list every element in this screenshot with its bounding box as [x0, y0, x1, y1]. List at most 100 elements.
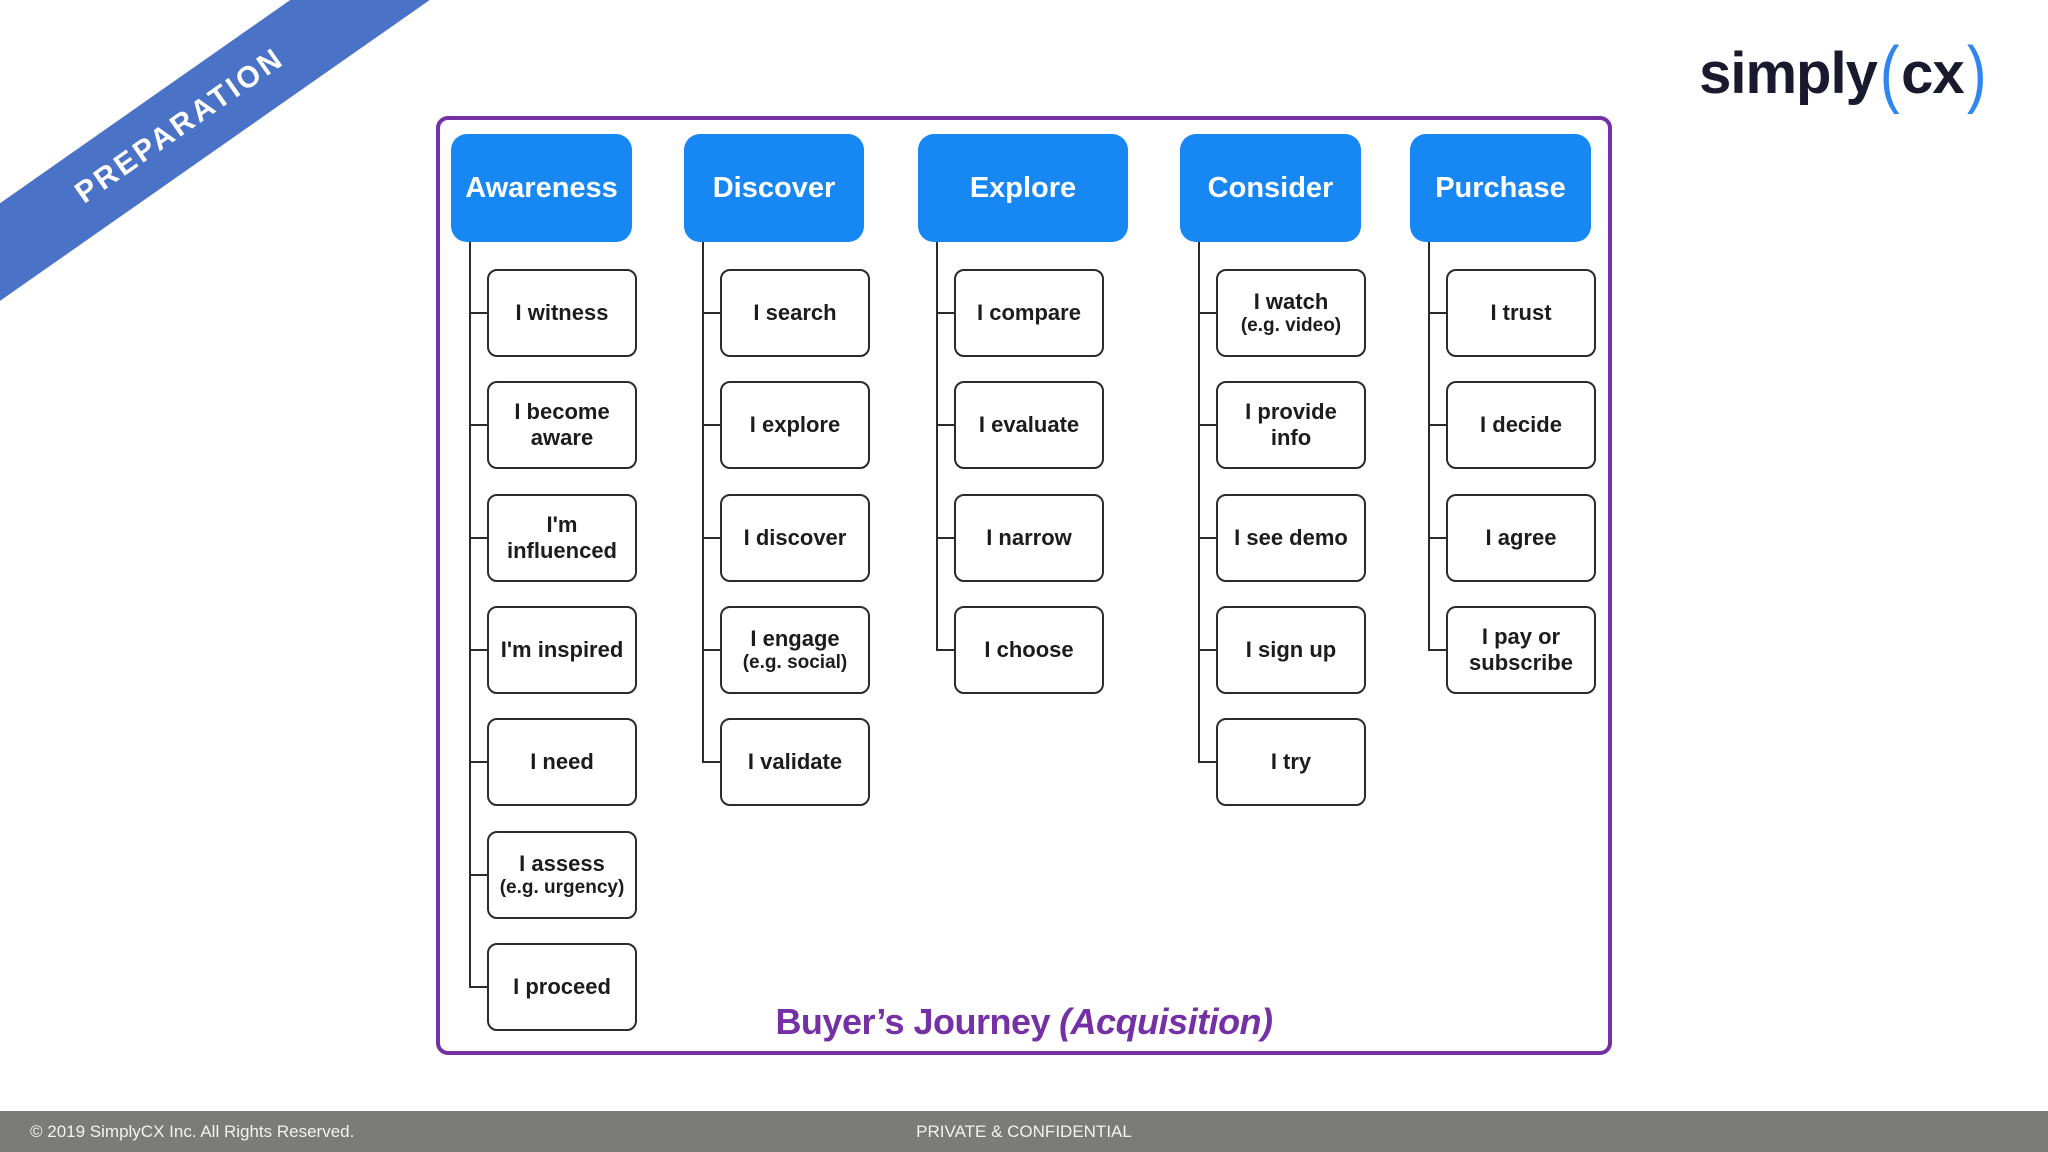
confidential-text: PRIVATE & CONFIDENTIAL: [916, 1121, 1132, 1141]
connector-stub: [936, 649, 954, 651]
step-line: info: [1270, 425, 1312, 450]
stage-header: Discover: [684, 134, 864, 242]
connector-stub: [702, 761, 720, 763]
step-box: I evaluate: [954, 381, 1104, 469]
step-box: I compare: [954, 269, 1104, 357]
step-box: I engage(e.g. social): [720, 606, 870, 694]
connector-stub: [936, 424, 954, 426]
step-box: I proceed: [487, 943, 637, 1031]
stage-header: Explore: [918, 134, 1128, 242]
step-line: I trust: [1490, 300, 1552, 326]
connector-stub: [1198, 649, 1216, 651]
step-line: I see demo: [1234, 525, 1348, 551]
step-line: I become: [514, 399, 610, 425]
step-line: (e.g. video): [1240, 314, 1342, 336]
step-line: I evaluate: [978, 412, 1080, 438]
stage-header: Purchase: [1410, 134, 1591, 242]
connector-stub: [702, 649, 720, 651]
step-box: I trust: [1446, 269, 1596, 357]
step-box: I agree: [1446, 494, 1596, 582]
ribbon-label: PREPARATION: [69, 41, 291, 210]
step-box: I narrow: [954, 494, 1104, 582]
connector-trunk: [1428, 240, 1430, 651]
connector-stub: [702, 537, 720, 539]
connector-stub: [1198, 312, 1216, 314]
step-line: (e.g. social): [742, 651, 848, 673]
step-box: I decide: [1446, 381, 1596, 469]
step-box: I validate: [720, 718, 870, 806]
journey-title-emphasis: (Acquisition): [1059, 1001, 1273, 1042]
step-line: I'm: [546, 512, 578, 538]
connector-trunk: [702, 240, 704, 763]
step-line: I witness: [515, 300, 609, 326]
journey-title: Buyer’s Journey(Acquisition): [440, 1001, 1608, 1043]
logo-inner: cx: [1901, 41, 1965, 106]
step-line: I engage: [750, 625, 840, 651]
step-box: I'm inspired: [487, 606, 637, 694]
connector-stub: [469, 312, 487, 314]
step-line: I validate: [747, 749, 843, 775]
step-line: I assess: [519, 850, 605, 876]
step-line: I search: [753, 300, 837, 326]
step-line: I narrow: [986, 525, 1072, 551]
stage-header: Consider: [1180, 134, 1361, 242]
footer-bar: © 2019 SimplyCX Inc. All Rights Reserved…: [0, 1111, 2048, 1152]
logo-paren-open-icon: (: [1879, 31, 1900, 115]
step-line: I watch: [1253, 288, 1329, 314]
step-box: I discover: [720, 494, 870, 582]
step-box: I need: [487, 718, 637, 806]
journey-container: Buyer’s Journey(Acquisition): [436, 116, 1612, 1055]
connector-stub: [702, 312, 720, 314]
connector-stub: [469, 649, 487, 651]
step-box: I assess(e.g. urgency): [487, 831, 637, 919]
connector-stub: [469, 761, 487, 763]
step-box: I explore: [720, 381, 870, 469]
simplycx-logo: simply(cx): [1699, 33, 1988, 114]
connector-stub: [1428, 649, 1446, 651]
connector-stub: [1428, 312, 1446, 314]
logo-paren-close-icon: ): [1966, 31, 1986, 115]
step-box: I witness: [487, 269, 637, 357]
journey-title-main: Buyer’s Journey: [775, 1001, 1051, 1042]
connector-stub: [469, 986, 487, 988]
copyright-text: © 2019 SimplyCX Inc. All Rights Reserved…: [30, 1121, 355, 1141]
step-line: subscribe: [1469, 650, 1573, 675]
step-box: I search: [720, 269, 870, 357]
step-line: I proceed: [513, 974, 611, 1000]
connector-trunk: [1198, 240, 1200, 763]
step-line: I'm inspired: [500, 637, 624, 663]
connector-stub: [1428, 537, 1446, 539]
step-box: I sign up: [1216, 606, 1366, 694]
stage-header: Awareness: [451, 134, 632, 242]
preparation-ribbon: PREPARATION: [0, 0, 433, 320]
step-line: aware: [530, 425, 594, 450]
step-line: I choose: [984, 637, 1074, 663]
connector-stub: [936, 537, 954, 539]
step-line: I agree: [1485, 525, 1557, 551]
connector-trunk: [469, 240, 471, 988]
step-line: I pay or: [1481, 624, 1561, 650]
connector-stub: [469, 537, 487, 539]
connector-stub: [469, 874, 487, 876]
step-line: I need: [530, 749, 594, 775]
connector-stub: [936, 312, 954, 314]
connector-stub: [1428, 424, 1446, 426]
step-box: I watch(e.g. video): [1216, 269, 1366, 357]
step-line: I provide: [1245, 399, 1337, 425]
step-box: I choose: [954, 606, 1104, 694]
step-box: I try: [1216, 718, 1366, 806]
connector-stub: [1198, 761, 1216, 763]
step-line: (e.g. urgency): [499, 876, 625, 898]
step-line: I sign up: [1245, 637, 1337, 663]
step-box: I see demo: [1216, 494, 1366, 582]
connector-stub: [702, 424, 720, 426]
connector-stub: [1198, 537, 1216, 539]
step-line: I compare: [977, 300, 1081, 326]
step-line: I discover: [743, 525, 847, 551]
step-line: influenced: [506, 538, 617, 563]
logo-word: simply: [1699, 41, 1878, 106]
